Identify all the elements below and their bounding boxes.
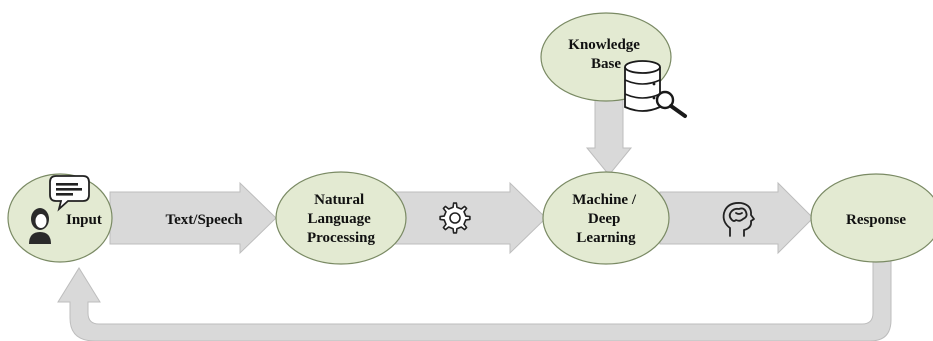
kb-label-line-2: Base (591, 56, 621, 72)
input-label: Input (66, 212, 102, 228)
response-label: Response (846, 212, 906, 228)
person-speech-icon (29, 175, 90, 244)
ml-label: Machine / Deep Learning (572, 192, 640, 246)
nlp-label: Natural Language Processing (307, 192, 376, 246)
gear-icon (439, 202, 471, 234)
feedback-loop-arrow (57, 257, 892, 341)
ml-label-line-3: Learning (576, 230, 636, 246)
arrow-kb-to-ml (585, 95, 633, 176)
response-node (810, 173, 933, 263)
ml-label-line-1: Machine / (572, 192, 637, 208)
arrow-ml-to-response (659, 181, 814, 255)
ml-label-line-2: Deep (588, 211, 621, 227)
database-search-icon (624, 60, 687, 118)
nlp-node (275, 171, 407, 265)
ml-node (542, 171, 670, 265)
arrow-input-to-nlp (109, 181, 277, 255)
kb-label-line-1: Knowledge (568, 37, 640, 53)
kb-label: Knowledge Base (568, 37, 643, 72)
gear-hub (449, 212, 461, 224)
nlp-label-line-3: Processing (307, 230, 376, 246)
head-brain-icon (722, 202, 755, 237)
text-speech-label: Text/Speech (166, 212, 244, 228)
nlp-label-line-1: Natural (314, 192, 364, 208)
nlp-label-line-2: Language (307, 211, 371, 227)
